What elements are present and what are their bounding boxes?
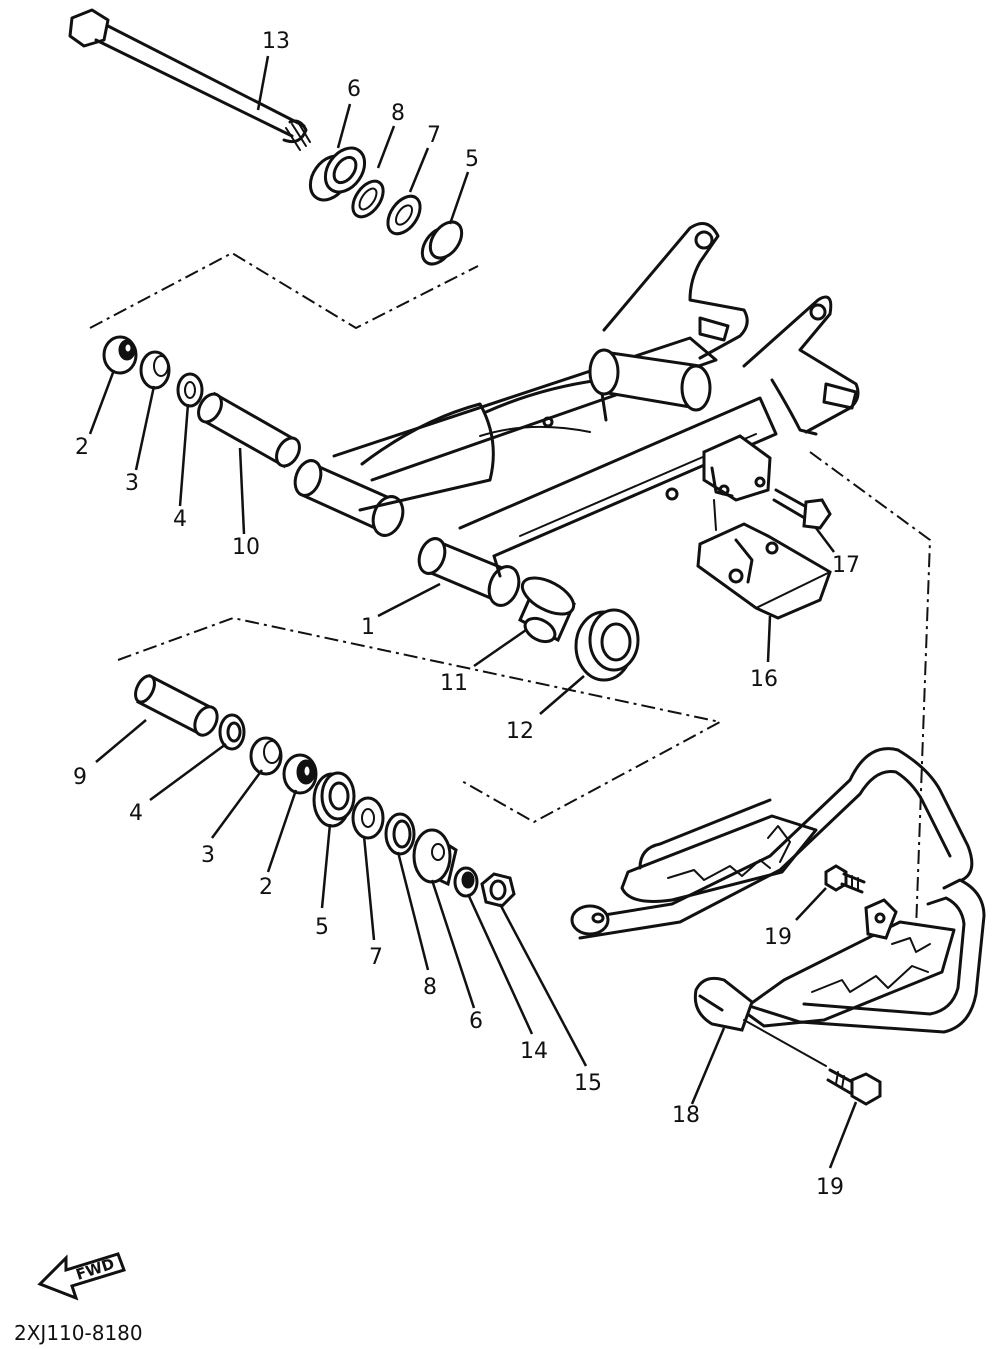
- assembly-group-outline-upper: [89, 251, 479, 330]
- washer-part-upper: [176, 372, 204, 408]
- callout-16: 16: [750, 667, 778, 692]
- collar-small-part-lower: [249, 736, 283, 776]
- needle-bearing-part-upper: [102, 335, 138, 375]
- callout-6-top: 6: [347, 77, 361, 102]
- callout-8-top: 8: [391, 101, 405, 126]
- callout-18: 18: [672, 1103, 700, 1128]
- assembly-reference-line-right: [809, 451, 932, 931]
- collar-part-upper: [139, 350, 171, 390]
- callout-5-lower: 5: [315, 915, 329, 940]
- callout-5-top: 5: [465, 147, 479, 172]
- oil-seal-part-top: [420, 220, 464, 266]
- callout-8-lower: 8: [423, 975, 437, 1000]
- callout-17: 17: [832, 553, 860, 578]
- callout-3-upper: 3: [125, 471, 139, 496]
- bushing-part: [518, 576, 576, 644]
- callout-10: 10: [232, 535, 260, 560]
- bolt-part-17: [772, 488, 832, 530]
- nut-part: [480, 872, 516, 908]
- washer-part-top: [386, 194, 422, 236]
- thrust-washer-part-top: [351, 179, 385, 219]
- needle-bearing-part-lower: [282, 753, 318, 795]
- callout-7-top: 7: [427, 123, 441, 148]
- oil-seal-part-lower: [312, 771, 356, 828]
- callout-19-upper: 19: [764, 925, 792, 950]
- thrust-washer-part-lower: [384, 812, 416, 856]
- assembly-group-outline-lower: [117, 616, 723, 824]
- washer-part-lower: [218, 713, 246, 751]
- seal-guard-part-lower: [412, 828, 458, 887]
- drawing-code: 2XJ110-8180: [14, 1321, 143, 1345]
- seal-part-top: [308, 146, 367, 202]
- callout-4-upper: 4: [173, 507, 187, 532]
- callout-3-lower: 3: [201, 843, 215, 868]
- callout-9: 9: [73, 765, 87, 790]
- bolt-part-19-upper: [824, 864, 866, 894]
- callout-2-upper: 2: [75, 435, 89, 460]
- chain-guide-part: [696, 499, 832, 620]
- bolt-part-19-lower: [826, 1068, 882, 1106]
- callout-6-lower: 6: [469, 1009, 483, 1034]
- callout-12: 12: [506, 719, 534, 744]
- footrest-assembly-part: [570, 747, 986, 1067]
- swingarm-part: [293, 222, 860, 607]
- callout-15: 15: [574, 1071, 602, 1096]
- callout-7-lower: 7: [369, 945, 383, 970]
- spacer-tube-part: [197, 391, 301, 469]
- callout-11: 11: [440, 671, 468, 696]
- callout-13: 13: [262, 29, 290, 54]
- callout-14: 14: [520, 1039, 548, 1064]
- washer-part-lower-7: [351, 796, 385, 840]
- dust-seal-part: [574, 608, 640, 682]
- callout-4-lower: 4: [129, 801, 143, 826]
- plain-washer-part: [453, 866, 479, 898]
- callout-19-lower: 19: [816, 1175, 844, 1200]
- callout-1: 1: [361, 615, 375, 640]
- callout-numbers: 13 6 8 7 5 2 3 4 10 1 11 12 17 16 9 4 3 …: [73, 29, 860, 1200]
- forward-direction-arrow-icon: FWD: [37, 1252, 126, 1301]
- collar-part-lower: [134, 673, 219, 737]
- callout-2-lower: 2: [259, 875, 273, 900]
- leader-lines: [88, 55, 858, 1169]
- pivot-shaft-part: [68, 8, 311, 151]
